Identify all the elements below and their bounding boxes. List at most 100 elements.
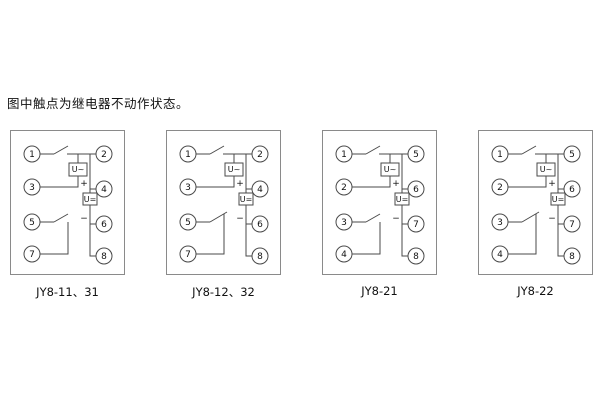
terminal-number: 5 (569, 150, 575, 160)
model-label: JY8-11、31 (36, 285, 99, 299)
terminal-circle (23, 213, 41, 231)
terminal-number: 6 (101, 220, 107, 230)
contact-blade-top (521, 145, 537, 155)
terminal-circle (179, 178, 197, 196)
terminal-circle (407, 247, 425, 265)
terminal-number: 2 (341, 183, 347, 193)
terminal-circle (179, 245, 197, 263)
terminal-circle (95, 180, 113, 198)
terminal-circle (407, 145, 425, 163)
terminal-number: 1 (29, 150, 35, 160)
terminals: 1 3 5 7 2 4 6 8 (179, 145, 269, 265)
terminal-circle (179, 145, 197, 163)
terminal-number: 3 (185, 183, 191, 193)
ac-coil-label: U~ (540, 165, 553, 174)
terminal-circle (491, 178, 509, 196)
dc-coil-box (82, 192, 98, 206)
polarity-plus: + (548, 179, 556, 189)
terminal-circle (23, 145, 41, 163)
terminal-circle (407, 215, 425, 233)
terminal-circle (563, 145, 581, 163)
ac-coil-box (68, 162, 88, 177)
terminal-circle (491, 145, 509, 163)
terminal-number: 5 (413, 150, 419, 160)
terminal-circle (491, 245, 509, 263)
contact-blade-bottom-nc (209, 211, 228, 223)
terminal-number: 1 (185, 150, 191, 160)
polarity-minus: − (236, 214, 244, 224)
panels-row: U~ U= + − 1 3 5 7 2 4 6 8 JY8-11、31 (0, 130, 600, 300)
model-label: JY8-12、32 (192, 285, 255, 299)
terminal-number: 6 (569, 185, 575, 195)
ac-coil-label: U~ (228, 165, 241, 174)
polarity-minus: − (392, 214, 400, 224)
terminals: 1 2 3 4 5 6 7 8 (491, 145, 581, 265)
dc-coil-label: U= (396, 195, 409, 204)
dc-coil-label: U= (240, 195, 253, 204)
terminal-circle (251, 145, 269, 163)
terminal-circle (563, 180, 581, 198)
ac-coil-box (224, 162, 244, 177)
terminal-number: 7 (29, 250, 35, 260)
terminal-number: 1 (341, 150, 347, 160)
terminal-circle (563, 215, 581, 233)
terminal-number: 2 (101, 150, 107, 160)
polarity-minus: − (80, 214, 88, 224)
wiring (40, 145, 96, 257)
terminal-circle (335, 145, 353, 163)
terminal-number: 1 (497, 150, 503, 160)
polarity-plus: + (392, 179, 400, 189)
terminal-circle (23, 178, 41, 196)
terminal-number: 8 (569, 252, 575, 262)
terminal-circle (95, 247, 113, 265)
terminal-circle (491, 213, 509, 231)
polarity-minus: − (548, 214, 556, 224)
terminal-number: 5 (185, 218, 191, 228)
dc-coil-box (394, 192, 410, 206)
relay-terminal-diagram: U~ U= + − 1 3 5 7 2 4 6 8 (166, 130, 281, 275)
contact-blade-top (53, 145, 69, 155)
terminal-number: 3 (341, 218, 347, 228)
terminal-number: 5 (29, 218, 35, 228)
terminal-number: 6 (257, 220, 263, 230)
terminal-circle (335, 213, 353, 231)
terminal-circle (23, 245, 41, 263)
diagram-caption: 图中触点为继电器不动作状态。 (7, 96, 190, 111)
terminal-number: 8 (413, 252, 419, 262)
terminal-number: 2 (497, 183, 503, 193)
ac-coil-label: U~ (72, 165, 85, 174)
contact-blade-top (365, 145, 381, 155)
model-label: JY8-21 (361, 284, 398, 298)
terminal-circle (251, 247, 269, 265)
dc-coil-label: U= (552, 195, 565, 204)
terminal-number: 2 (257, 150, 263, 160)
model-label: JY8-22 (517, 284, 554, 298)
terminal-circle (335, 178, 353, 196)
ac-coil-box (536, 162, 556, 177)
dc-coil-label: U= (84, 195, 97, 204)
terminal-number: 4 (101, 185, 107, 195)
diagram-panel-jy8-22: U~ U= + − 1 2 3 4 5 6 7 8 JY8-22 (478, 130, 593, 300)
contact-blade-bottom-nc (521, 211, 540, 223)
terminal-number: 7 (569, 220, 575, 230)
relay-terminal-diagram: U~ U= + − 1 2 3 4 5 6 7 8 (478, 130, 593, 275)
polarity-plus: + (236, 179, 244, 189)
wiring (352, 145, 408, 257)
relay-terminal-diagram: U~ U= + − 1 2 3 4 5 6 7 8 (322, 130, 437, 275)
terminals: 1 2 3 4 5 6 7 8 (335, 145, 425, 265)
diagram-panel-jy8-12-32: U~ U= + − 1 3 5 7 2 4 6 8 JY8-12、32 (166, 130, 281, 300)
contact-blade-top (209, 145, 225, 155)
terminal-circle (179, 213, 197, 231)
terminal-circle (407, 180, 425, 198)
terminal-number: 8 (257, 252, 263, 262)
terminal-number: 7 (413, 220, 419, 230)
contact-blade-bottom (53, 213, 69, 223)
terminal-circle (95, 215, 113, 233)
terminal-number: 3 (497, 218, 503, 228)
terminal-circle (95, 145, 113, 163)
terminal-number: 8 (101, 252, 107, 262)
wiring (508, 145, 564, 257)
terminal-number: 4 (257, 185, 263, 195)
relay-terminal-diagram: U~ U= + − 1 3 5 7 2 4 6 8 (10, 130, 125, 275)
